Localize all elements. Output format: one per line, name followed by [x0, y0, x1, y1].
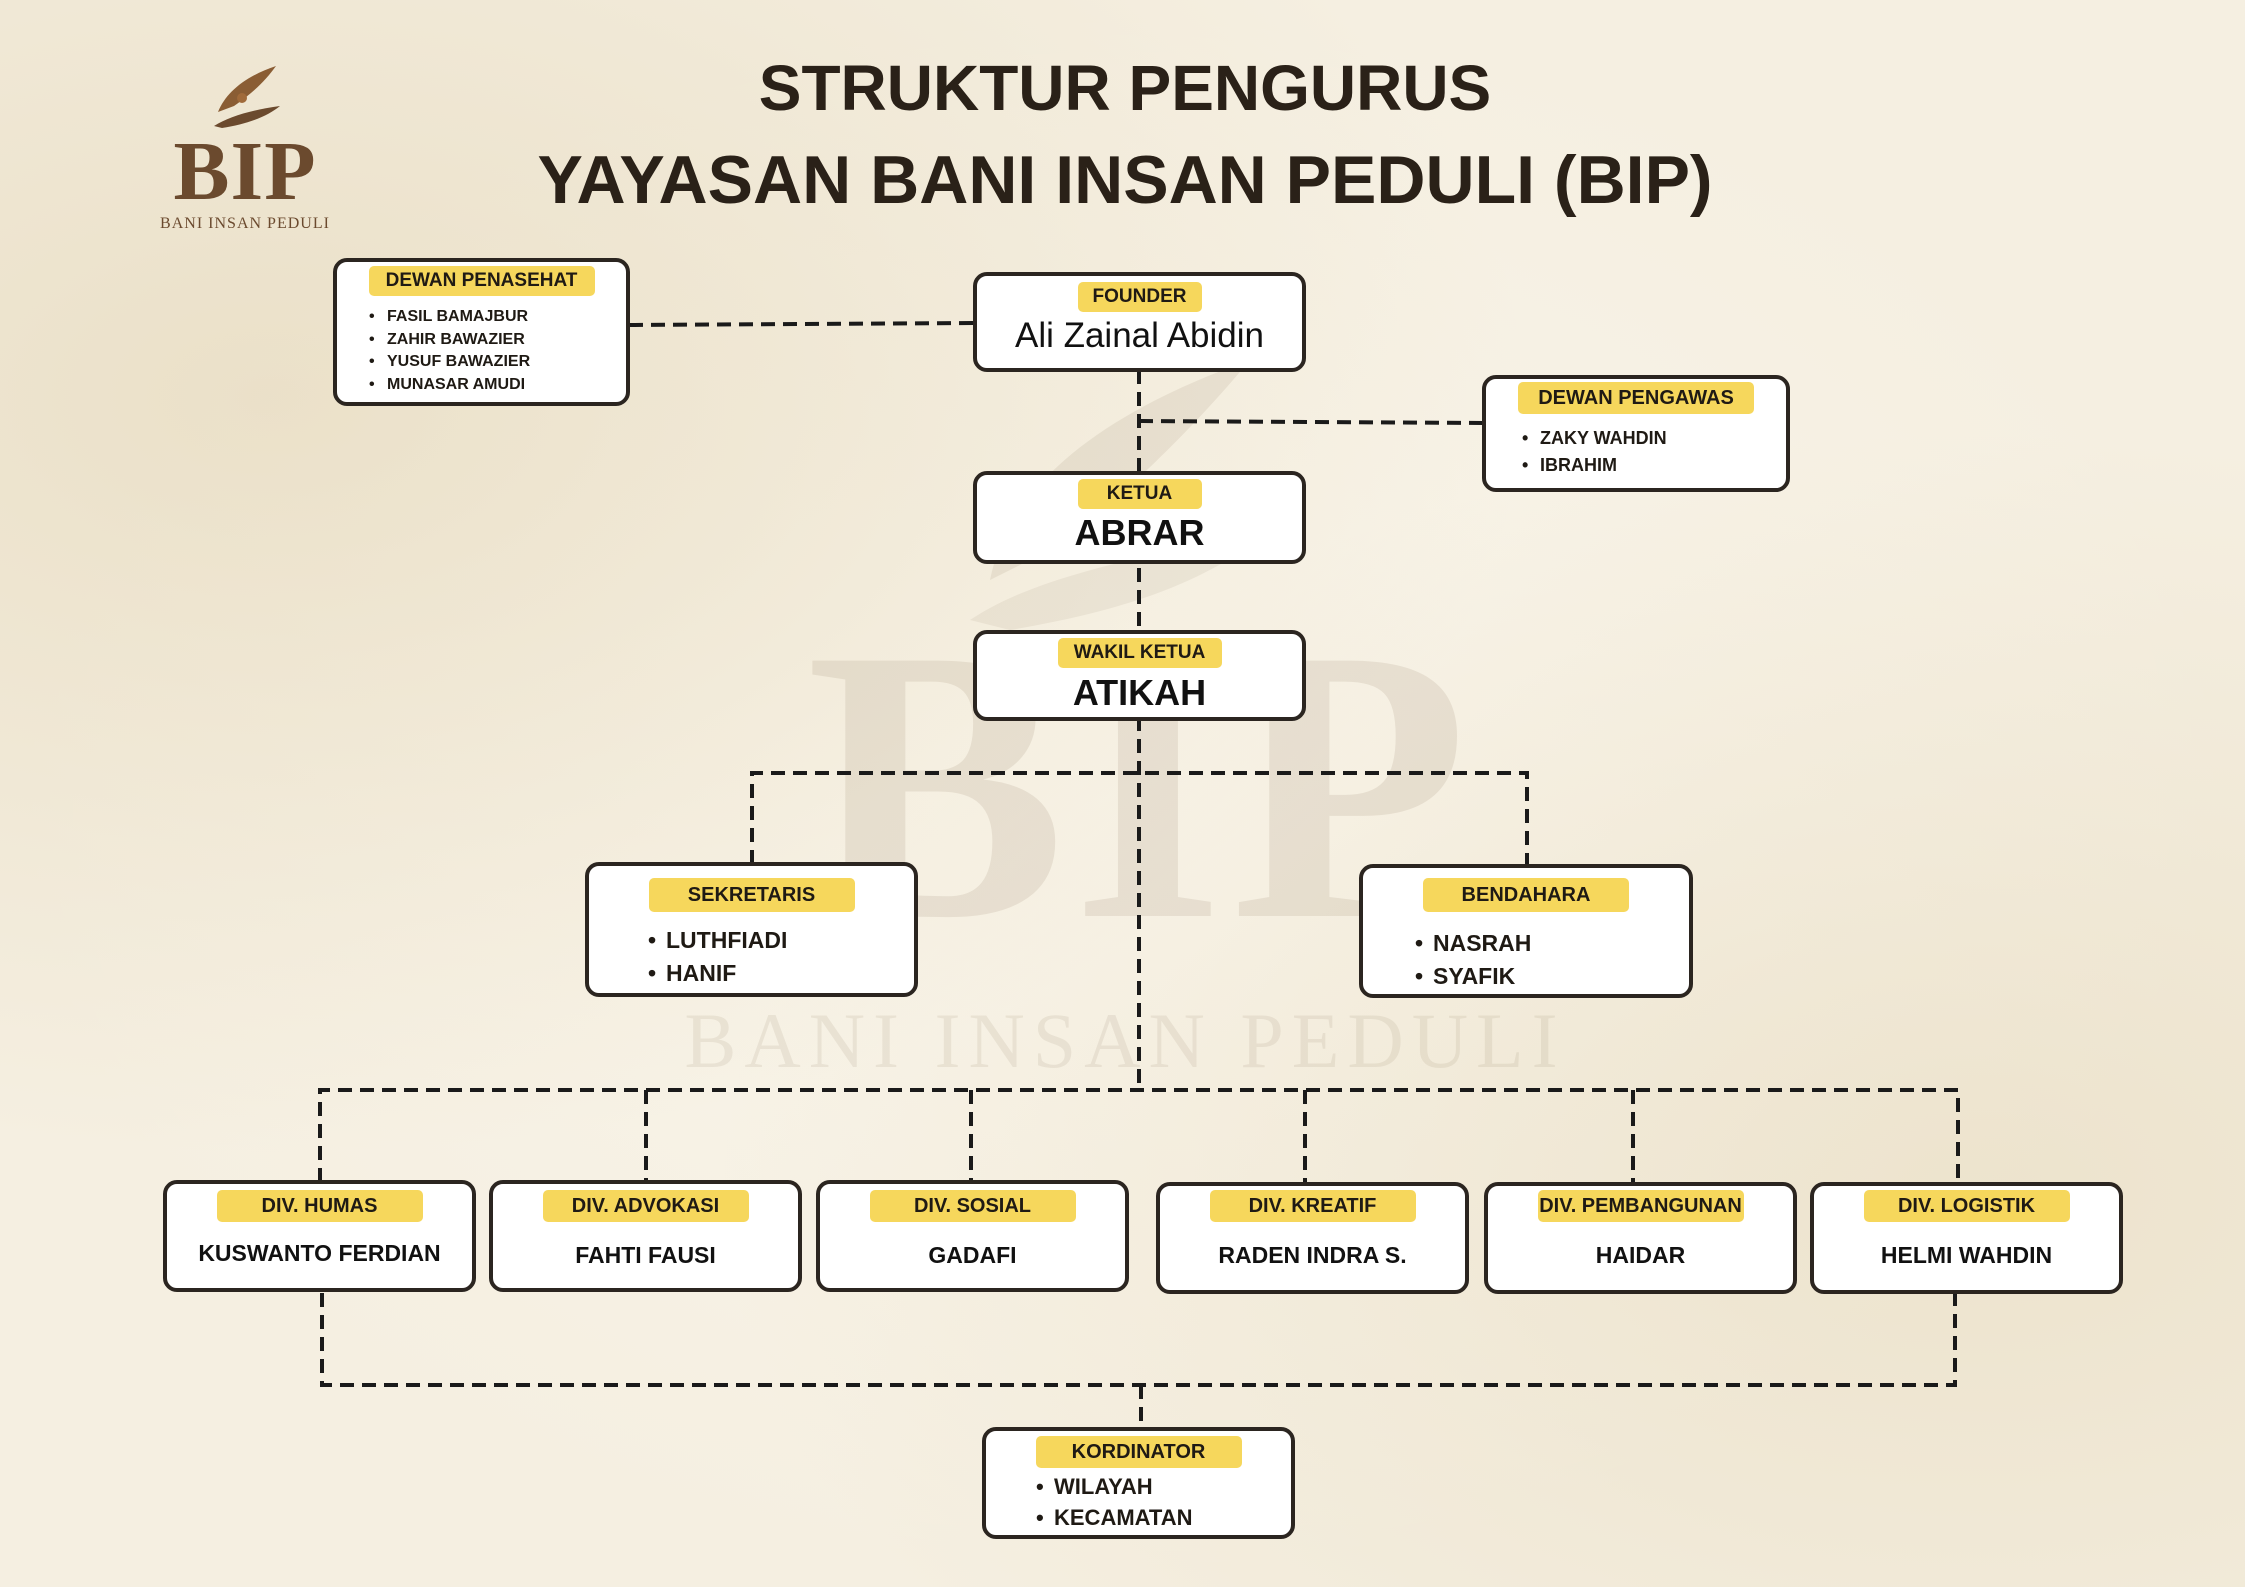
- division-name: KUSWANTO FERDIAN: [198, 1240, 441, 1266]
- role-tag: DEWAN PENASEHAT: [368, 266, 595, 296]
- div-sosial-box: DIV. SOSIAL GADAFI: [816, 1180, 1129, 1292]
- role-tag: DIV. ADVOKASI: [542, 1190, 749, 1222]
- list-item: MUNASAR AMUDI: [369, 374, 530, 397]
- logo-subtitle: BANI INSAN PEDULI: [160, 215, 330, 232]
- watermark-subtitle: BANI INSAN PEDULI: [684, 997, 1566, 1084]
- bendahara-box: BENDAHARA NASRAH SYAFIK: [1359, 864, 1693, 998]
- dewan-penasehat-box: DEWAN PENASEHAT FASIL BAMAJBUR ZAHIR BAW…: [333, 258, 630, 406]
- page-subtitle: YAYASAN BANI INSAN PEDULI (BIP): [537, 142, 1713, 218]
- member-list: WILAYAH KECAMATAN: [1036, 1471, 1193, 1533]
- member-list: NASRAH SYAFIK: [1415, 927, 1531, 993]
- list-item: WILAYAH: [1036, 1471, 1193, 1502]
- division-name: HELMI WAHDIN: [1880, 1242, 2053, 1268]
- kordinator-box: KORDINATOR WILAYAH KECAMATAN: [982, 1427, 1295, 1539]
- member-list: FASIL BAMAJBUR ZAHIR BAWAZIER YUSUF BAWA…: [369, 306, 530, 396]
- logo: BIP BANI INSAN PEDULI: [150, 62, 340, 237]
- division-name: FAHTI FAUSI: [575, 1242, 716, 1268]
- division-name: GADAFI: [928, 1242, 1017, 1268]
- div-humas-box: DIV. HUMAS KUSWANTO FERDIAN: [163, 1180, 476, 1292]
- connector-kordinator-bar: [320, 1293, 1957, 1387]
- list-item: ZAKY WAHDIN: [1522, 425, 1667, 452]
- div-kreatif-box: DIV. KREATIF RADEN INDRA S.: [1156, 1182, 1469, 1294]
- wakil-ketua-box: WAKIL KETUA ATIKAH: [973, 630, 1306, 721]
- div-pembangunan-box: DIV. PEMBANGUNAN HAIDAR: [1484, 1182, 1797, 1294]
- division-name: RADEN INDRA S.: [1218, 1242, 1407, 1268]
- role-tag: BENDAHARA: [1423, 878, 1629, 912]
- role-tag: DIV. HUMAS: [216, 1190, 423, 1222]
- logo-letters: BIP: [173, 125, 317, 218]
- div-advokasi-box: DIV. ADVOKASI FAHTI FAUSI: [489, 1180, 802, 1292]
- div-logistik-box: DIV. LOGISTIK HELMI WAHDIN: [1810, 1182, 2123, 1294]
- founder-name: Ali Zainal Abidin: [1014, 316, 1265, 355]
- list-item: LUTHFIADI: [648, 924, 787, 957]
- member-list: LUTHFIADI HANIF: [648, 924, 787, 990]
- list-item: IBRAHIM: [1522, 452, 1667, 479]
- role-tag: DIV. SOSIAL: [869, 1190, 1076, 1222]
- role-tag: DIV. KREATIF: [1209, 1190, 1416, 1222]
- role-tag: FOUNDER: [1077, 282, 1202, 312]
- role-tag: DIV. PEMBANGUNAN: [1537, 1190, 1744, 1222]
- role-tag: KORDINATOR: [1035, 1436, 1242, 1468]
- list-item: FASIL BAMAJBUR: [369, 306, 530, 329]
- list-item: HANIF: [648, 957, 787, 990]
- list-item: KECAMATAN: [1036, 1502, 1193, 1533]
- member-list: ZAKY WAHDIN IBRAHIM: [1522, 425, 1667, 479]
- hands-icon: [214, 66, 280, 128]
- connector-pengawas: [1138, 419, 1484, 425]
- division-name: HAIDAR: [1595, 1242, 1686, 1268]
- list-item: YUSUF BAWAZIER: [369, 351, 530, 374]
- role-tag: SEKRETARIS: [648, 878, 855, 912]
- connector-divisions-bar: [318, 1088, 1960, 1183]
- role-tag: WAKIL KETUA: [1057, 638, 1222, 668]
- sekretaris-box: SEKRETARIS LUTHFIADI HANIF: [585, 862, 918, 997]
- wakil-ketua-name: ATIKAH: [1072, 672, 1207, 713]
- page-title: STRUKTUR PENGURUS: [758, 52, 1492, 124]
- role-tag: KETUA: [1077, 479, 1202, 509]
- role-tag: DEWAN PENGAWAS: [1518, 382, 1754, 414]
- list-item: SYAFIK: [1415, 960, 1531, 993]
- list-item: ZAHIR BAWAZIER: [369, 329, 530, 352]
- connector-penasehat-founder: [628, 321, 975, 327]
- dewan-pengawas-box: DEWAN PENGAWAS ZAKY WAHDIN IBRAHIM: [1482, 375, 1790, 492]
- list-item: NASRAH: [1415, 927, 1531, 960]
- ketua-box: KETUA ABRAR: [973, 471, 1306, 564]
- role-tag: DIV. LOGISTIK: [1863, 1190, 2070, 1222]
- ketua-name: ABRAR: [1074, 512, 1205, 553]
- founder-box: FOUNDER Ali Zainal Abidin: [973, 272, 1306, 372]
- connector-sekretaris-bendahara: [750, 771, 1529, 866]
